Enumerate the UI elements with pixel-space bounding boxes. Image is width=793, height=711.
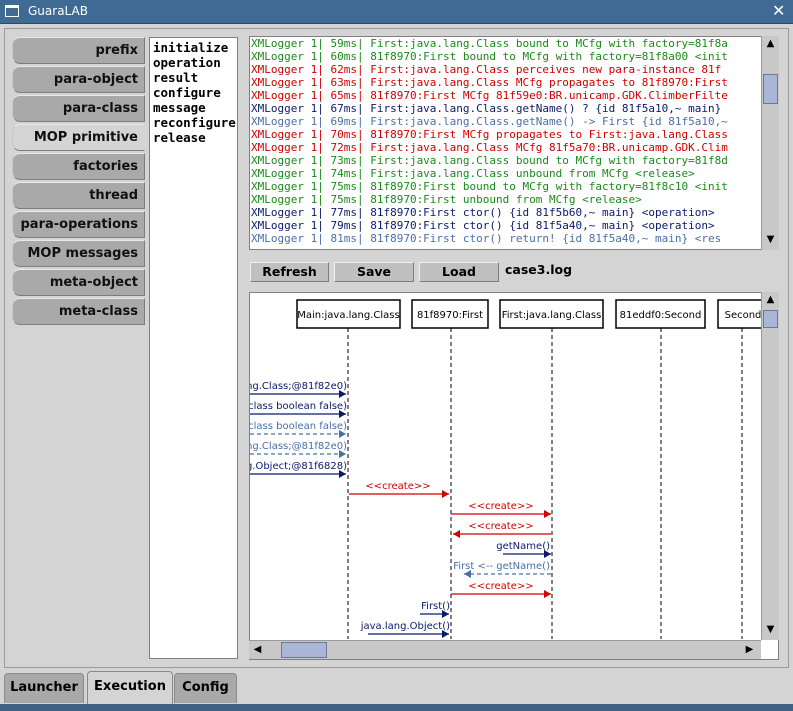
lifeline-label: First:java.lang.Class — [502, 310, 602, 321]
log-line: XMLogger 1| 75ms| 81f8970:First bound to… — [251, 180, 728, 193]
message-label: 0,class boolean false) — [250, 421, 347, 432]
arrow-head — [544, 590, 551, 598]
log-line: XMLogger 1| 63ms| First:java.lang.Class … — [251, 76, 728, 89]
message-label: <<create>> — [365, 481, 430, 492]
scroll-down-icon[interactable]: ▼ — [766, 234, 775, 245]
diagram-hscrollbar[interactable]: ◀ ▶ — [249, 640, 761, 659]
category-meta-object[interactable]: meta-object — [12, 269, 145, 296]
message-label: <<create>> — [468, 501, 533, 512]
scroll-down-icon[interactable]: ▼ — [766, 624, 775, 635]
message-label: <<create>> — [468, 581, 533, 592]
method-item-reconfigure[interactable]: reconfigure — [153, 115, 236, 130]
tab-execution[interactable]: Execution — [87, 671, 173, 705]
method-item-message[interactable]: message — [153, 100, 206, 115]
log-file-name: case3.log — [505, 262, 573, 277]
window-icon[interactable] — [5, 5, 19, 17]
message-label: First <-- getName() — [453, 561, 550, 572]
message-label: g.Object;@81f6828) — [250, 461, 347, 472]
refresh-button[interactable]: Refresh — [250, 262, 329, 282]
method-item-release[interactable]: release — [153, 130, 206, 145]
category-mop-primitive[interactable]: MOP primitive — [12, 124, 145, 151]
lifeline-box — [411, 299, 489, 329]
lifeline-box — [717, 299, 769, 329]
arrow-head — [339, 410, 346, 418]
log-view: XMLogger 1| 59ms| First:java.lang.Class … — [249, 36, 779, 250]
category-thread[interactable]: thread — [12, 182, 145, 209]
arrow-head — [544, 550, 551, 558]
scroll-up-icon[interactable]: ▲ — [766, 38, 775, 49]
category-factories[interactable]: factories — [12, 153, 145, 180]
log-line: XMLogger 1| 62ms| First:java.lang.Class … — [251, 63, 722, 76]
log-line: XMLogger 1| 73ms| First:java.lang.Class … — [251, 154, 728, 167]
lifeline-label: 81f8970:First — [417, 310, 483, 321]
method-item-result[interactable]: result — [153, 70, 199, 85]
log-line: XMLogger 1| 60ms| 81f8970:First bound to… — [251, 50, 728, 63]
sequence-diagram-canvas: Main:java.lang.Class 81f8970:First First:j… — [250, 299, 769, 639]
window-title: GuaraLAB — [28, 4, 88, 18]
log-line: XMLogger 1| 65ms| 81f8970:First MCfg 81f… — [251, 89, 728, 102]
sequence-diagram: Main:java.lang.Class 81f8970:First First:j… — [249, 292, 779, 660]
arrow-head — [544, 510, 551, 518]
log-line: XMLogger 1| 70ms| 81f8970:First MCfg pro… — [251, 128, 728, 141]
lifeline-label: Second — [725, 310, 762, 321]
lifeline-label: Main:java.lang.Class — [297, 310, 399, 321]
method-item-operation[interactable]: operation — [153, 55, 221, 70]
scroll-thumb[interactable] — [763, 310, 778, 328]
scroll-up-icon[interactable]: ▲ — [766, 294, 775, 305]
method-item-initialize[interactable]: initialize — [153, 40, 229, 55]
arrow-head — [442, 630, 449, 638]
log-line: XMLogger 1| 59ms| First:java.lang.Class … — [251, 37, 728, 50]
load-button[interactable]: Load — [419, 262, 499, 282]
arrow-head — [453, 530, 460, 538]
arrow-head — [339, 470, 346, 478]
taskbar-strip — [0, 704, 793, 711]
log-line: XMLogger 1| 67ms| First:java.lang.Class.… — [251, 102, 722, 115]
log-line: XMLogger 1| 81ms| 81f8970:First ctor() r… — [251, 232, 722, 245]
log-line: XMLogger 1| 69ms| First:java.lang.Class.… — [251, 115, 728, 128]
lifeline-box — [499, 299, 604, 329]
arrow-head — [464, 570, 471, 578]
category-prefix[interactable]: prefix — [12, 37, 145, 64]
scroll-right-icon[interactable]: ▶ — [745, 644, 754, 655]
log-scrollbar[interactable]: ▲ ▼ — [761, 36, 779, 250]
log-line: XMLogger 1| 79ms| 81f8970:First ctor() {… — [251, 219, 715, 232]
message-label: java.lang.Object() — [360, 621, 450, 632]
log-line: XMLogger 1| 75ms| 81f8970:First unbound … — [251, 193, 642, 206]
save-button[interactable]: Save — [334, 262, 414, 282]
diagram-vscrollbar[interactable]: ▲ ▼ — [761, 292, 779, 640]
message-label: First() — [421, 601, 450, 612]
title-bar: GuaraLAB ✕ — [0, 0, 793, 24]
log-line: XMLogger 1| 74ms| First:java.lang.Class … — [251, 167, 695, 180]
scroll-thumb[interactable] — [281, 642, 327, 658]
message-label: ng.Class;@81f82e0) — [250, 441, 347, 452]
scroll-thumb[interactable] — [763, 74, 778, 104]
arrow-head — [339, 430, 346, 438]
category-para-operations[interactable]: para-operations — [12, 211, 145, 238]
category-mop-messages[interactable]: MOP messages — [12, 240, 145, 267]
method-item-configure[interactable]: configure — [153, 85, 221, 100]
lifeline-label: 81eddf0:Second — [620, 310, 702, 321]
tab-launcher[interactable]: Launcher — [4, 673, 84, 703]
message-label: <<create>> — [468, 521, 533, 532]
log-line: XMLogger 1| 77ms| 81f8970:First ctor() {… — [251, 206, 715, 219]
close-icon[interactable]: ✕ — [772, 1, 786, 20]
category-para-object[interactable]: para-object — [12, 66, 145, 93]
arrow-head — [442, 610, 449, 618]
log-line: XMLogger 1| 72ms| First:java.lang.Class … — [251, 141, 728, 154]
arrow-head — [339, 450, 346, 458]
category-meta-class[interactable]: meta-class — [12, 298, 145, 325]
arrow-head — [339, 390, 346, 398]
message-label: getName() — [496, 541, 550, 552]
message-label: 0,class boolean false) — [250, 401, 347, 412]
tab-config[interactable]: Config — [174, 673, 237, 703]
scroll-left-icon[interactable]: ◀ — [253, 644, 262, 655]
arrow-head — [442, 490, 449, 498]
category-para-class[interactable]: para-class — [12, 95, 145, 122]
message-label: ng.Class;@81f82e0) — [250, 381, 347, 392]
